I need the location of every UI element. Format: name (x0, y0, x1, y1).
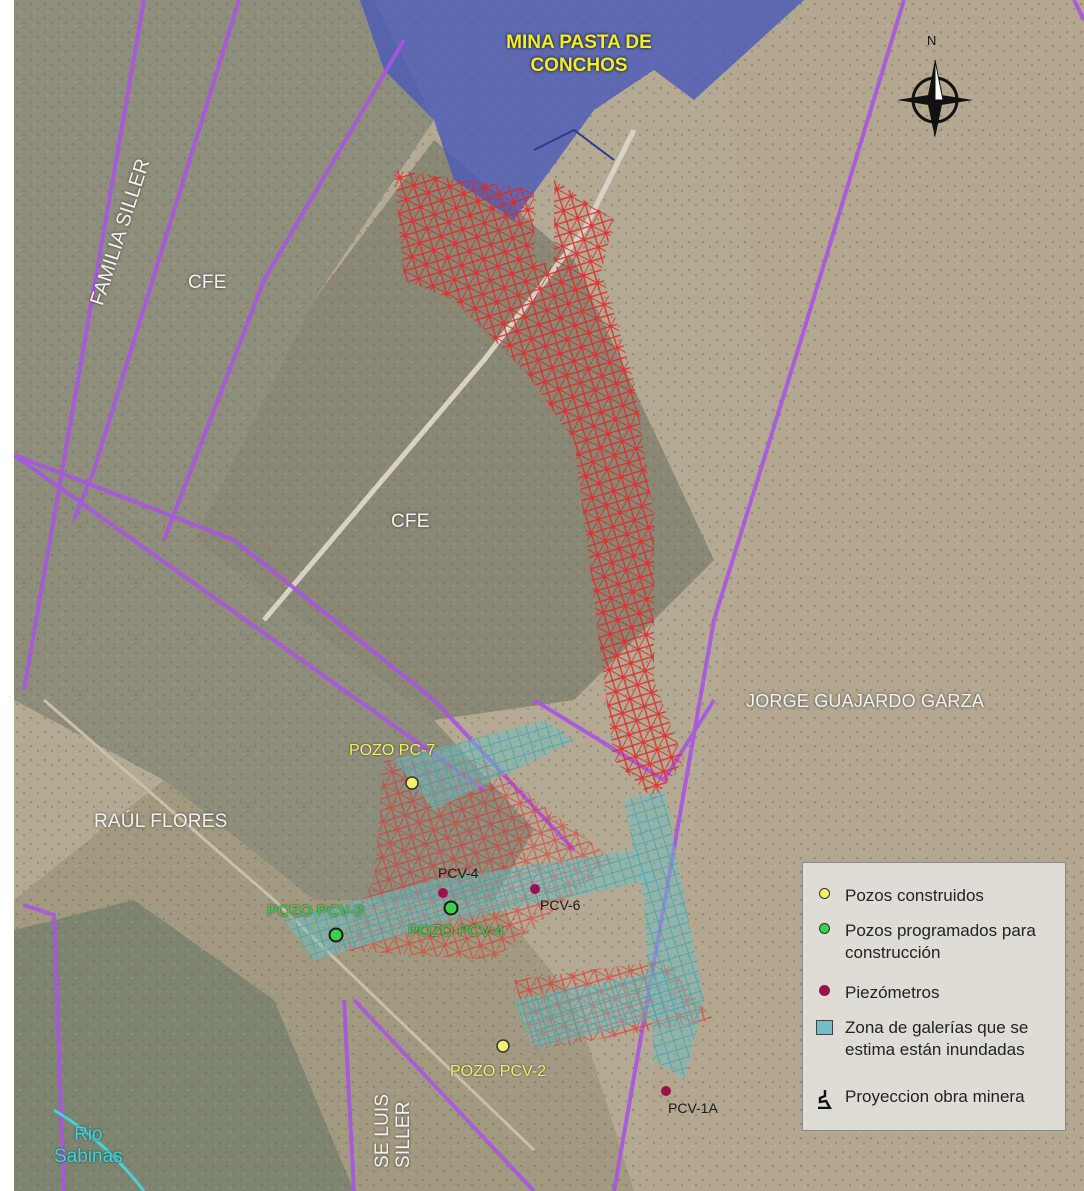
north-label: N (927, 33, 937, 48)
teal-square-icon (815, 1020, 833, 1035)
well-label-pcv3: POZO PCV-3 (267, 903, 364, 920)
yellow-circle-icon (818, 888, 830, 899)
owner-cfe-center: CFE (391, 511, 430, 532)
river-label-line2: Sabinas (54, 1145, 123, 1167)
well-pc7-marker (405, 776, 419, 790)
north-arrow-icon (897, 59, 973, 138)
owner-jose-luis-line1: SE LUIS (372, 1093, 394, 1169)
mine-label-line2: CONCHOS (530, 54, 628, 76)
well-label-pcv2: POZO PCV-2 (450, 1063, 547, 1080)
well-pcv4-marker (443, 900, 459, 916)
green-circle-icon (818, 923, 830, 934)
legend-item-mine-projection: Proyeccion obra minera (813, 1086, 1025, 1109)
dirt-road (43, 698, 536, 1152)
legend-label: Piezómetros (845, 983, 940, 1002)
legend-label-line2: estima están inundadas (845, 1040, 1025, 1060)
legend-label-line1: Pozos programados para (845, 921, 1036, 940)
mine-projection-icon (818, 1090, 832, 1109)
legend-label: Pozos construidos (845, 886, 984, 905)
legend-item-flooded-zone: Zona de galerías que se estima están inu… (813, 1017, 1028, 1061)
mine-label-line1: MINA PASTA DE (506, 32, 652, 53)
piezometer-label-pcv6: PCV-6 (540, 897, 581, 913)
legend-label-line1: Zona de galerías que se (845, 1018, 1029, 1037)
legend-label: Proyeccion obra minera (845, 1087, 1025, 1106)
owner-jose-luis-line2: SILLER (393, 1101, 415, 1169)
piezometer-pcv6-marker (530, 884, 540, 894)
legend-item-constructed-wells: Pozos construidos (813, 885, 984, 907)
aerial-map: MINA PASTA DE CONCHOS N FAMILIA SILLER C… (14, 0, 1084, 1191)
owner-jose-luis-siller: SE LUIS SILLER (372, 1093, 415, 1169)
legend-item-piezometers: Piezómetros (813, 982, 939, 1004)
well-pcv3-marker (328, 927, 344, 943)
piezometer-label-pcv4: PCV-4 (438, 865, 479, 881)
river-label-line1: Rio (74, 1124, 103, 1145)
flooded-galleries (284, 720, 704, 1080)
piezometer-label-pcv1a: PCV-1A (668, 1100, 718, 1116)
legend-item-programmed-wells: Pozos programados para construcción (813, 920, 1036, 964)
river-label: Rio Sabinas (54, 1124, 123, 1168)
maroon-circle-icon (818, 985, 830, 996)
legend-label: Zona de galerías que se estima están inu… (845, 1017, 1028, 1061)
mine-label: MINA PASTA DE CONCHOS (454, 32, 704, 78)
well-pcv2-marker (496, 1039, 510, 1053)
owner-raul-flores: RAÚL FLORES (94, 811, 228, 832)
map-legend: Pozos construidos Pozos programados para… (802, 862, 1066, 1131)
well-label-pc7: POZO PC-7 (349, 742, 436, 759)
owner-jorge-guajardo: JORGE GUAJARDO GARZA (746, 691, 985, 711)
legend-label: Pozos programados para construcción (845, 920, 1036, 964)
legend-label-line2: construcción (845, 943, 941, 963)
well-label-pcv4: POZO PCV-4 (408, 923, 505, 940)
owner-cfe-north: CFE (188, 272, 227, 293)
piezometer-pcv4-marker (438, 888, 448, 898)
river (53, 1108, 146, 1191)
mine-area-overlay (360, 0, 804, 220)
piezometer-pcv1a-marker (661, 1086, 671, 1096)
